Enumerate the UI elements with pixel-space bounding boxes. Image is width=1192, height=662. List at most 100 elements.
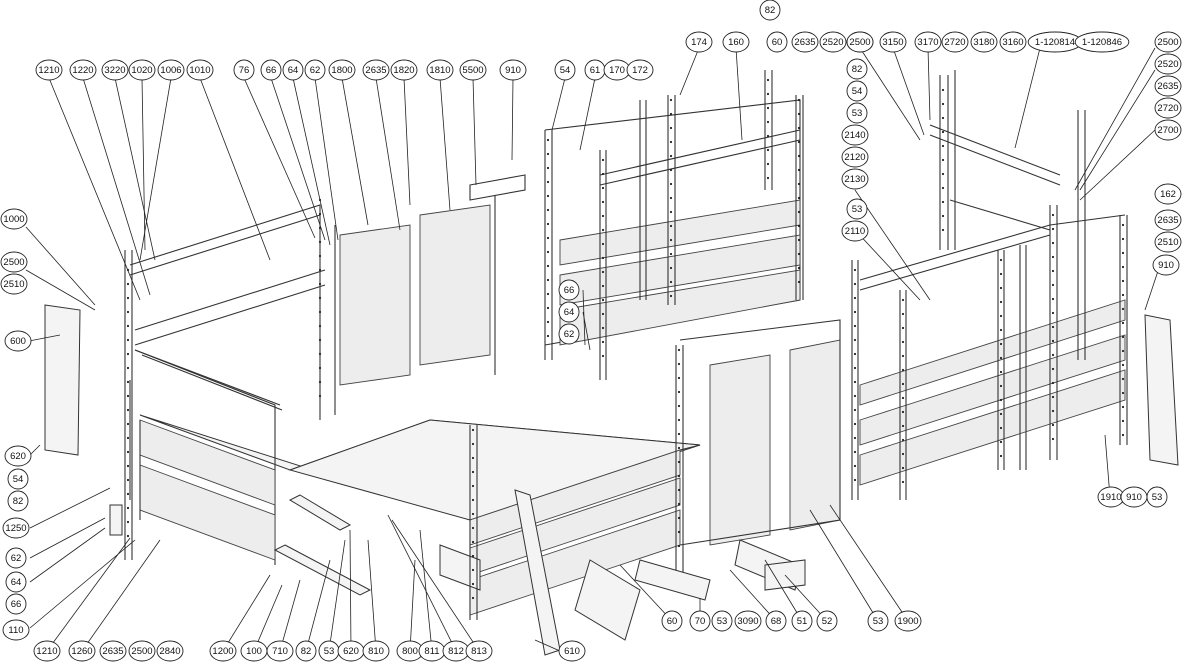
callout-number: 1260 bbox=[71, 646, 92, 657]
callout-number: 160 bbox=[728, 37, 744, 48]
callout-circle bbox=[999, 31, 1027, 53]
callout-circle bbox=[304, 59, 326, 81]
callout-circle bbox=[101, 59, 129, 81]
callout-number: 3160 bbox=[1002, 37, 1023, 48]
callout-circle bbox=[4, 445, 32, 467]
callout-number: 1820 bbox=[393, 65, 414, 76]
callout-circle bbox=[558, 279, 580, 301]
callout-circle bbox=[5, 547, 27, 569]
callout-number: 2120 bbox=[844, 152, 865, 163]
callout-bubble: 1-120846 bbox=[1074, 31, 1130, 53]
callout-bubble: 53 bbox=[1146, 486, 1168, 508]
callout-bubble: 600 bbox=[4, 330, 32, 352]
callout-circle bbox=[7, 490, 29, 512]
callout-bubble: 53 bbox=[867, 610, 889, 632]
callout-number: 2635 bbox=[102, 646, 123, 657]
callout-circle bbox=[5, 571, 27, 593]
callout-circle bbox=[558, 640, 586, 662]
callout-number: 811 bbox=[424, 646, 439, 657]
callout-bubble: 66 bbox=[5, 593, 27, 615]
callout-number: 2700 bbox=[1157, 125, 1178, 136]
callout-bubble: 1910 bbox=[1097, 486, 1125, 508]
callout-bubble: 54 bbox=[7, 468, 29, 490]
callout-number: 64 bbox=[11, 577, 22, 588]
callout-number: 162 bbox=[1160, 189, 1176, 200]
callout-number: 53 bbox=[852, 204, 863, 215]
callout-number: 2635 bbox=[1157, 81, 1178, 92]
callout-bubble: 2635 bbox=[99, 640, 127, 662]
callout-number: 2720 bbox=[944, 37, 965, 48]
callout-number: 110 bbox=[8, 625, 23, 636]
callout-number: 813 bbox=[471, 646, 487, 657]
callout-bubble: 3170 bbox=[914, 31, 942, 53]
callout-number: 5500 bbox=[462, 65, 483, 76]
callout-bubble: 3220 bbox=[101, 59, 129, 81]
callout-number: 172 bbox=[632, 65, 648, 76]
callout-number: 2510 bbox=[1157, 237, 1178, 248]
callout-bubble: 54 bbox=[554, 59, 576, 81]
callout-number: 1200 bbox=[212, 646, 233, 657]
callout-circle bbox=[282, 59, 304, 81]
callout-circle bbox=[970, 31, 998, 53]
callout-bubble: 53 bbox=[846, 198, 868, 220]
callout-number: 1810 bbox=[429, 65, 450, 76]
callout-bubble: 1000 bbox=[0, 208, 28, 230]
callout-circle bbox=[99, 640, 127, 662]
callout-bubble: 2510 bbox=[1154, 231, 1182, 253]
callout-number: 64 bbox=[564, 307, 575, 318]
callout-number: 53 bbox=[324, 646, 335, 657]
callout-number: 60 bbox=[667, 616, 678, 627]
callout-circle bbox=[35, 59, 63, 81]
callout-number: 2140 bbox=[844, 130, 865, 141]
callout-number: 66 bbox=[564, 285, 575, 296]
truck-body-frame bbox=[44, 70, 1179, 656]
callout-bubble: 1250 bbox=[2, 517, 30, 539]
callout-circle bbox=[157, 59, 185, 81]
callout-number: 2500 bbox=[849, 37, 870, 48]
callout-number: 62 bbox=[310, 65, 321, 76]
callout-bubble: 710 bbox=[266, 640, 294, 662]
callout-number: 2510 bbox=[3, 279, 24, 290]
callout-circle bbox=[0, 251, 28, 273]
callout-circle bbox=[426, 59, 454, 81]
callout-circle bbox=[685, 31, 713, 53]
callout-bubble: 3150 bbox=[879, 31, 907, 53]
callout-bubble: 1900 bbox=[894, 610, 922, 632]
callout-circle bbox=[209, 640, 237, 662]
callout-circle bbox=[459, 59, 487, 81]
callout-bubble: 53 bbox=[846, 102, 868, 124]
callout-number: 610 bbox=[564, 646, 580, 657]
callout-number: 910 bbox=[1126, 492, 1142, 503]
leader-lines bbox=[25, 47, 1161, 652]
callout-circle bbox=[0, 273, 28, 295]
callout-bubble: 610 bbox=[558, 640, 586, 662]
callout-number: 620 bbox=[10, 451, 26, 462]
callout-number: 1-120846 bbox=[1082, 37, 1122, 48]
callout-bubble: 3160 bbox=[999, 31, 1027, 53]
callout-circle bbox=[1154, 53, 1182, 75]
callout-circle bbox=[1154, 183, 1182, 205]
callout-bubble: 2520 bbox=[819, 31, 847, 53]
callout-bubble: 2110 bbox=[841, 220, 869, 242]
callout-number: 1900 bbox=[897, 616, 918, 627]
callout-bubble: 53 bbox=[711, 610, 733, 632]
callout-bubble: 2140 bbox=[841, 124, 869, 146]
callout-bubble: 1-120814 bbox=[1027, 31, 1083, 53]
callout-bubble: 1210 bbox=[33, 640, 61, 662]
callout-circle bbox=[841, 124, 869, 146]
callout-bubble: 620 bbox=[337, 640, 365, 662]
callout-circle bbox=[711, 610, 733, 632]
callout-bubble: 1260 bbox=[68, 640, 96, 662]
callout-circle bbox=[846, 80, 868, 102]
callout-circle bbox=[2, 517, 30, 539]
callout-number: 82 bbox=[13, 496, 24, 507]
callout-number: 53 bbox=[873, 616, 884, 627]
callout-number: 3090 bbox=[737, 616, 758, 627]
callout-circle bbox=[867, 610, 889, 632]
callout-number: 2130 bbox=[844, 174, 865, 185]
callout-circle bbox=[1154, 231, 1182, 253]
callout-bubble: 2840 bbox=[156, 640, 184, 662]
callout-circle bbox=[894, 610, 922, 632]
